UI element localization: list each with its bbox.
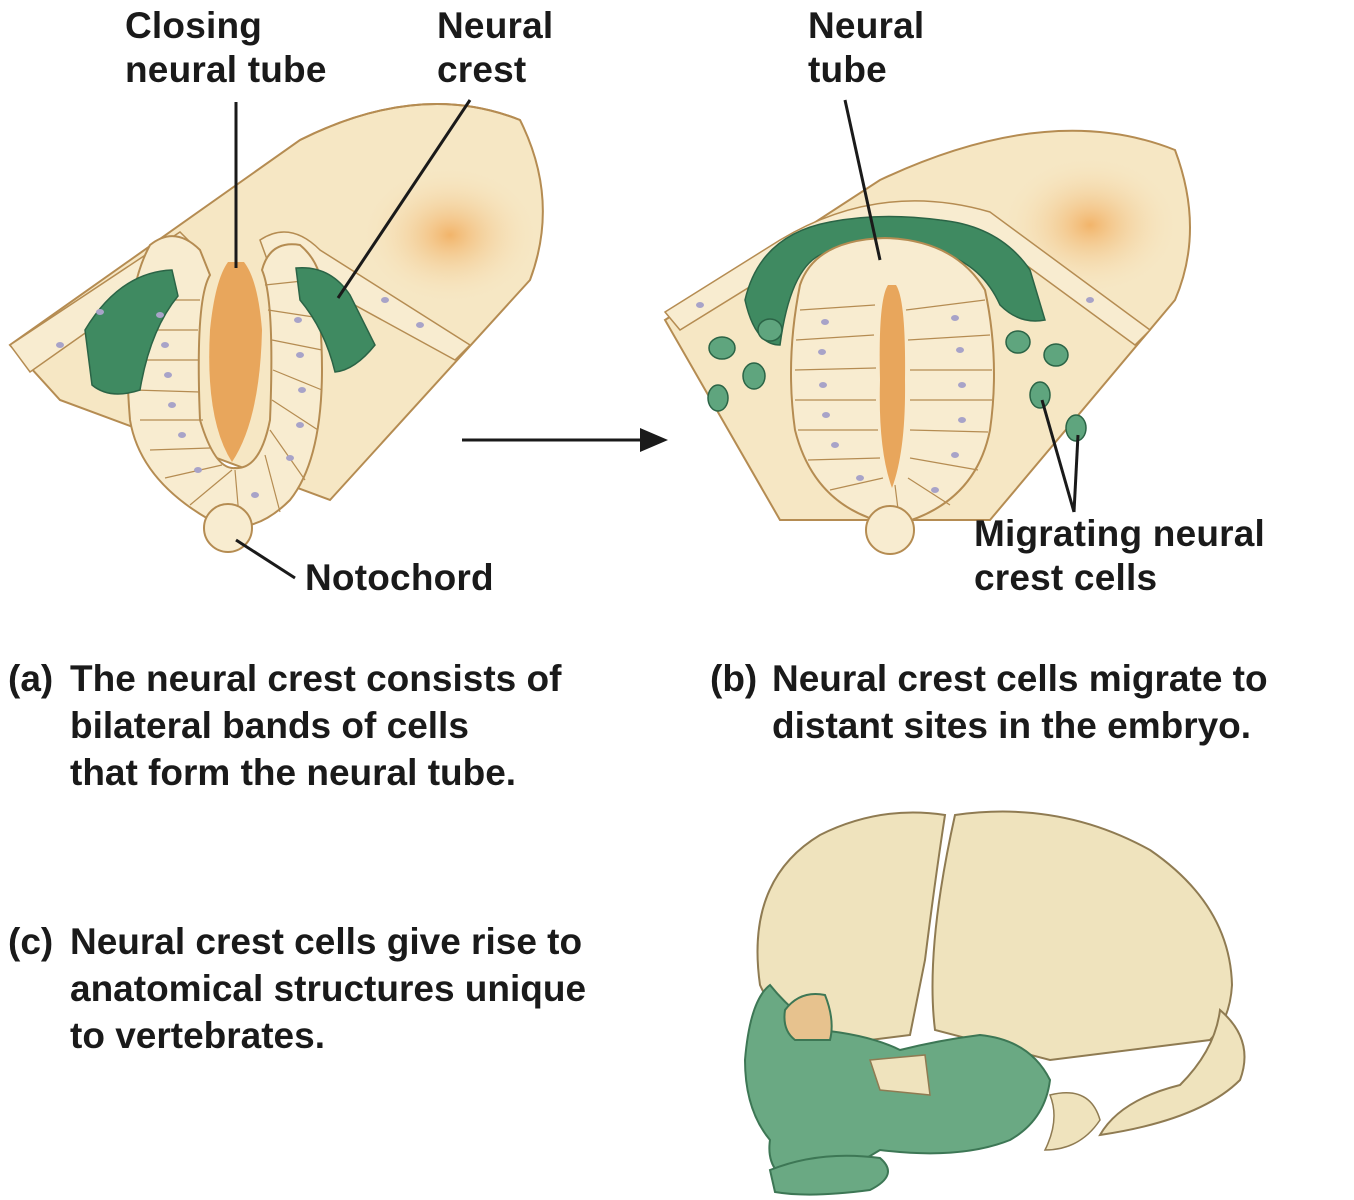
leader-notochord — [235, 538, 296, 580]
caption-a-line1: The neural crest consists of — [70, 658, 562, 699]
skull-occipital-bone — [1098, 1008, 1246, 1137]
label-neural-tube: Neural tube — [808, 4, 924, 92]
panel-b-embryo — [663, 129, 1191, 555]
skull-parietal-bone — [931, 810, 1234, 1062]
panel-b-notochord — [865, 505, 915, 555]
label-neural-crest-line1: Neural — [437, 5, 554, 46]
label-closing-neural-tube: Closing neural tube — [125, 4, 327, 92]
label-migrating-line2: crest cells — [974, 557, 1158, 598]
label-neural-crest-line2: crest — [437, 49, 527, 90]
leader-neural-crest — [336, 99, 472, 299]
label-notochord: Notochord — [305, 557, 494, 598]
caption-a-line3: that form the neural tube. — [70, 752, 517, 793]
caption-c-line3: to vertebrates. — [70, 1015, 325, 1056]
caption-a-tag: (a) — [8, 658, 54, 699]
panel-a-embryo — [8, 103, 544, 553]
skull-mandible — [768, 1154, 889, 1196]
caption-a-line2: bilateral bands of cells — [70, 705, 469, 746]
migrating-cells — [707, 318, 1087, 442]
panel-a-neural-crest-left — [84, 269, 179, 395]
leader-neural-tube — [843, 99, 882, 261]
panel-a-lumen — [209, 262, 262, 462]
leader-migrating-a — [1040, 399, 1076, 513]
panel-b-lumen — [879, 285, 906, 488]
panel-a-neural-tube-wall — [126, 235, 324, 528]
caption-c-tag: (c) — [8, 921, 54, 962]
caption-c: (c) Neural crest cells give rise to anat… — [8, 918, 586, 1059]
caption-b-line1: Neural crest cells migrate to — [772, 658, 1268, 699]
panel-b-neural-crest-band — [744, 215, 1046, 346]
label-closing-neural-tube-line1: Closing — [125, 5, 263, 46]
label-neural-tube-line1: Neural — [808, 5, 925, 46]
label-neural-tube-line2: tube — [808, 49, 887, 90]
caption-b: (b) Neural crest cells migrate to distan… — [710, 655, 1268, 749]
label-neural-crest: Neural crest — [437, 4, 553, 92]
caption-c-line1: Neural crest cells give rise to — [70, 921, 583, 962]
caption-b-tag: (b) — [710, 658, 758, 699]
panel-a-neural-crest-right — [295, 266, 376, 373]
skull-orbit — [783, 993, 833, 1041]
caption-c-line2: anatomical structures unique — [70, 968, 587, 1009]
label-closing-neural-tube-line2: neural tube — [125, 49, 327, 90]
label-migrating-line1: Migrating neural — [974, 513, 1265, 554]
caption-a: (a) The neural crest consists of bilater… — [8, 655, 561, 796]
label-migrating-neural-crest-cells: Migrating neural crest cells — [974, 512, 1265, 600]
transition-arrow — [462, 428, 668, 452]
panel-a-notochord — [203, 503, 253, 553]
skull — [743, 810, 1246, 1196]
leader-migrating-b — [1072, 434, 1080, 513]
caption-b-line2: distant sites in the embryo. — [772, 705, 1252, 746]
